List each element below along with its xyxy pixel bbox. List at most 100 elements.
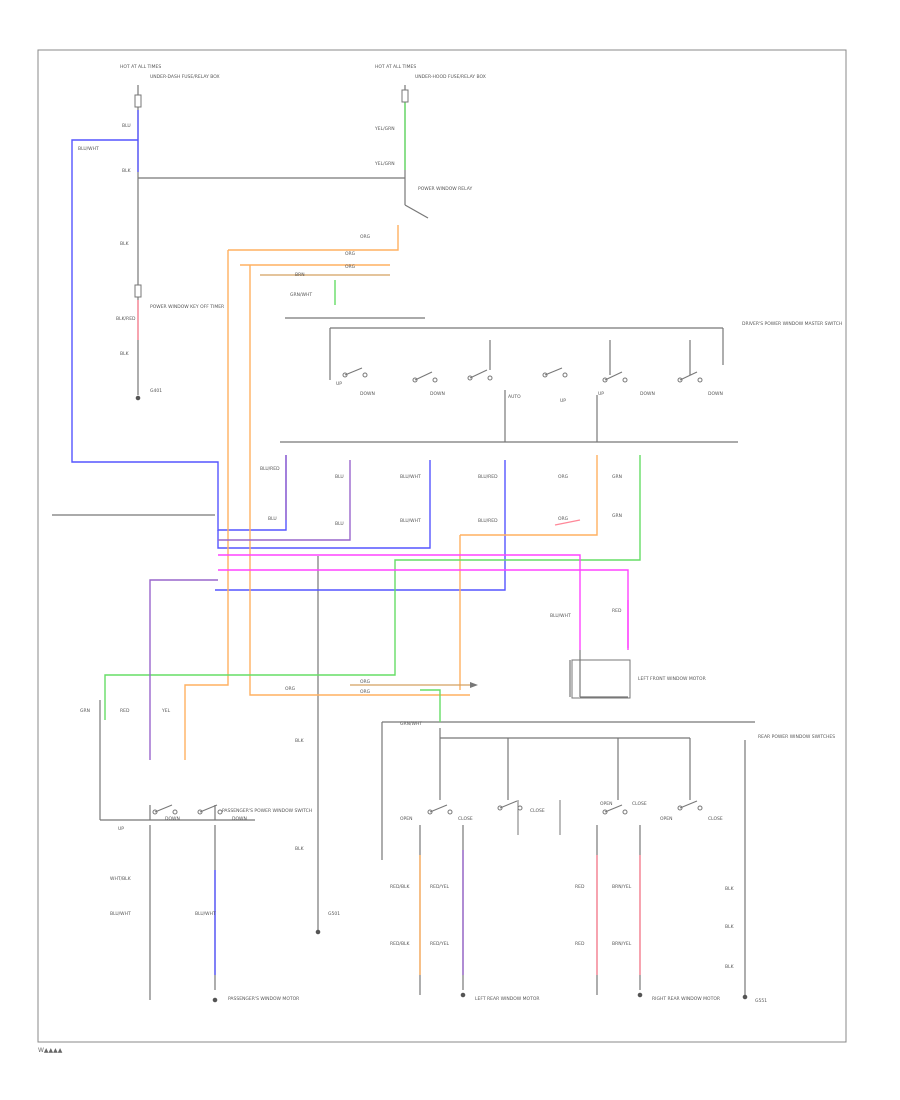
label-ground-right: G551 (755, 998, 767, 1004)
tag-red-4: RED (575, 941, 585, 947)
switch-label-close-4: CLOSE (708, 816, 723, 822)
label-fuse-box-right: UNDER-HOOD FUSE/RELAY BOX (415, 74, 486, 80)
switch-label-up-1: UP (336, 381, 342, 387)
tag-brn-yel-2: BRN/YEL (612, 941, 632, 947)
label-ground-left: G401 (150, 388, 162, 394)
label-power-window-key: POWER WINDOW KEY OFF TIMER (150, 304, 224, 310)
label-motor-left-front: PASSENGER'S WINDOW MOTOR (228, 996, 299, 1002)
tag-org-2: ORG (345, 251, 356, 257)
ground-symbols (135, 395, 748, 1003)
tag-blu-wht-5: BLU/WHT (195, 911, 216, 917)
label-passenger-switch: PASSENGER'S POWER WINDOW SWITCH (222, 808, 312, 814)
tag-blk-8: BLK (725, 964, 735, 970)
diagram-border (37, 49, 847, 1043)
purple-wires (149, 455, 464, 975)
tag-red-yel: RED/YEL (430, 884, 450, 890)
orange-wires (184, 225, 598, 975)
tag-blk-3: BLK (120, 351, 130, 357)
tag-yel-grn: YEL/GRN (374, 126, 395, 132)
tag-org-7: ORG (360, 679, 371, 685)
tag-blk-7: BLK (725, 924, 735, 930)
tag-blu-yel: BLU/WHT (550, 613, 571, 619)
wire-tags: BLU BLU/WHT BLK BLK BLK/RED BLK YEL/GRN … (78, 123, 735, 970)
tag-org-3: ORG (345, 264, 356, 270)
tag-blu-red: BLU/RED (260, 466, 280, 472)
ground-wiring (52, 85, 755, 1000)
switch-label-auto: AUTO (508, 394, 521, 400)
switch-label-close-1: CLOSE (458, 816, 473, 822)
tag-blu-red-3: BLU/RED (478, 518, 498, 524)
label-top-fuse-left: HOT AT ALL TIMES (120, 64, 161, 70)
switch-label-open-3: OPEN (660, 816, 672, 822)
tag-grn-wht-2: GRN/WHT (400, 721, 422, 727)
tag-blu-wht-4: BLU/WHT (110, 911, 131, 917)
tag-brn-yel: BRN/YEL (612, 884, 632, 890)
tag-blk-6: BLK (725, 886, 735, 892)
tag-blu-4: BLU (268, 516, 277, 522)
tag-red-blk-2: RED/BLK (390, 941, 411, 947)
tag-org-6: ORG (285, 686, 296, 692)
tag-brn-1: BRN (295, 272, 305, 278)
switch-label-close-3: CLOSE (632, 801, 647, 807)
magenta-wires (218, 554, 629, 650)
label-ground-mid: G501 (328, 911, 340, 917)
tag-blk-2: BLK (120, 241, 130, 247)
label-fuse-box-left: UNDER-DASH FUSE/RELAY BOX (150, 74, 220, 80)
switch-label-open-2: OPEN (600, 801, 612, 807)
switch-contacts (152, 367, 703, 815)
tag-blu-1: BLU (122, 123, 131, 129)
switch-label-down-5: DOWN (165, 816, 180, 822)
tag-blk-1: BLK (122, 168, 132, 174)
switch-label-open-1: OPEN (400, 816, 412, 822)
tag-grn-wht: GRN/WHT (290, 292, 312, 298)
tag-blu-wht-2: BLU/WHT (400, 474, 421, 480)
pink-wires (137, 300, 641, 975)
tag-blk-5: BLK (295, 846, 305, 852)
switch-position-labels: UP DOWN DOWN AUTO UP UP DOWN DOWN UP DOW… (118, 381, 723, 832)
label-motor-right-rear: RIGHT REAR WINDOW MOTOR (652, 996, 720, 1002)
component-labels: HOT AT ALL TIMES HOT AT ALL TIMES UNDER-… (120, 64, 842, 1004)
label-driver-switch: DRIVER'S POWER WINDOW MASTER SWITCH (742, 321, 842, 327)
tag-blu-red-2: BLU/RED (478, 474, 498, 480)
tag-red-1: RED (612, 608, 622, 614)
tag-blk-4: BLK (295, 738, 305, 744)
tag-org-4: ORG (558, 474, 569, 480)
tag-grn-2: GRN (612, 513, 622, 519)
tag-grn-1: GRN (612, 474, 622, 480)
label-left-front-motor: LEFT FRONT WINDOW MOTOR (638, 676, 706, 682)
switch-label-down-3: DOWN (640, 391, 655, 397)
fuses (134, 89, 409, 298)
tag-org-8: ORG (360, 689, 371, 695)
tag-blu-3: BLU (335, 521, 344, 527)
switch-label-up-3: UP (598, 391, 604, 397)
tag-red-yel-2: RED/YEL (430, 941, 450, 947)
switch-label-down-2: DOWN (430, 391, 445, 397)
tag-grn-3: GRN (80, 708, 90, 714)
tag-red-2: RED (120, 708, 130, 714)
tag-blu-wht: BLU/WHT (78, 146, 99, 152)
tag-yel-grn-2: YEL/GRN (374, 161, 395, 167)
tag-org-1: ORG (360, 234, 371, 240)
tag-wht-blk: WHT/BLK (110, 876, 132, 882)
switch-label-up-2: UP (560, 398, 566, 404)
tag-blu-2: BLU (335, 474, 344, 480)
tag-org-5: ORG (558, 516, 569, 522)
switch-label-up-4: UP (118, 826, 124, 832)
label-rear-switch: REAR POWER WINDOW SWITCHES (758, 734, 835, 740)
tan-wires (260, 274, 470, 686)
label-top-fuse-right: HOT AT ALL TIMES (375, 64, 416, 70)
green-wires (104, 100, 641, 722)
switch-label-down-6: DOWN (232, 816, 247, 822)
tag-red-3: RED (575, 884, 585, 890)
tag-yel-1: YEL (161, 708, 171, 714)
diagram-footer-code: W▲▲▲▲ (38, 1047, 63, 1054)
switch-label-down-4: DOWN (708, 391, 723, 397)
tag-blk-red: BLK/RED (116, 316, 136, 322)
label-motor-left-rear: LEFT REAR WINDOW MOTOR (475, 996, 540, 1002)
tag-blu-wht-3: BLU/WHT (400, 518, 421, 524)
switch-label-close-2: CLOSE (530, 808, 545, 814)
component-boxes (517, 659, 631, 835)
label-power-window-relay: POWER WINDOW RELAY (418, 186, 472, 192)
tag-red-blk: RED/BLK (390, 884, 411, 890)
